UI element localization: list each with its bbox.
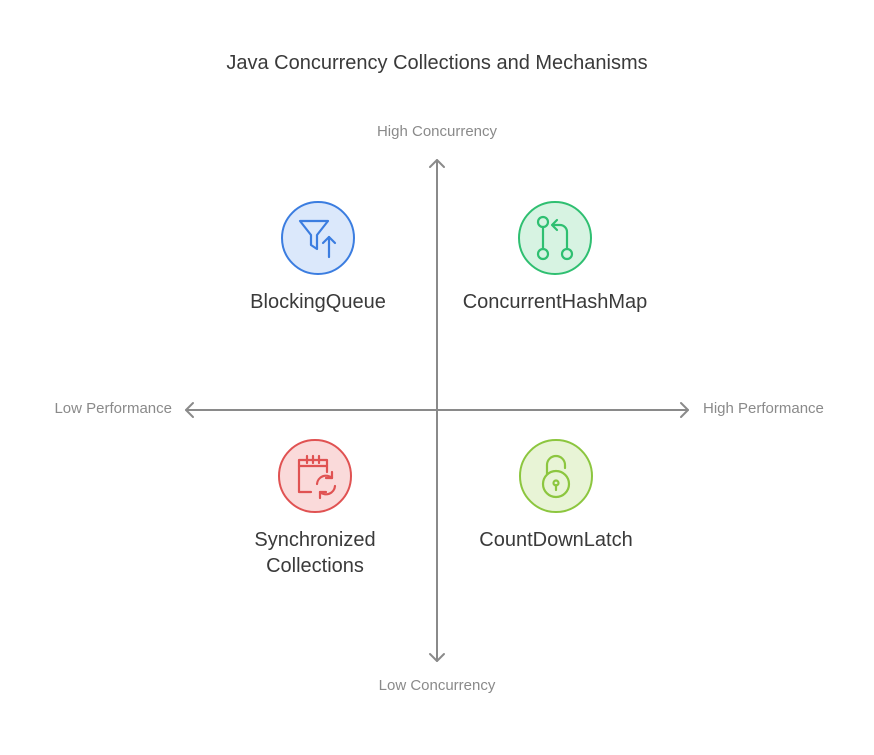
quadrant-synchronized-collections: Synchronized Collections: [195, 439, 435, 579]
axis-label-low-concurrency: Low Concurrency: [378, 677, 496, 694]
axis-label-high-performance: High Performance: [703, 400, 824, 417]
item-label: Synchronized Collections: [254, 529, 376, 577]
arrow-left-head: [185, 402, 194, 418]
quadrant-blockingqueue: BlockingQueue: [198, 201, 438, 315]
git-pull-request-icon: [518, 201, 592, 275]
item-label: ConcurrentHashMap: [462, 291, 648, 313]
quadrant-countdownlatch: CountDownLatch: [436, 439, 676, 553]
calendar-sync-icon: [278, 439, 352, 513]
axis-label-low-performance: Low Performance: [54, 400, 172, 417]
funnel-arrow-up-icon: [281, 201, 355, 275]
diagram-title: Java Concurrency Collections and Mechani…: [226, 52, 648, 74]
item-label: BlockingQueue: [250, 291, 386, 313]
arrow-down-head: [429, 653, 445, 662]
unlocked-padlock-icon: [519, 439, 593, 513]
arrow-up-head: [429, 159, 445, 168]
item-label: CountDownLatch: [479, 529, 633, 551]
arrow-right-head: [680, 402, 689, 418]
axis-label-high-concurrency: High Concurrency: [376, 123, 498, 140]
quadrant-concurrenthashmap: ConcurrentHashMap: [435, 201, 675, 315]
